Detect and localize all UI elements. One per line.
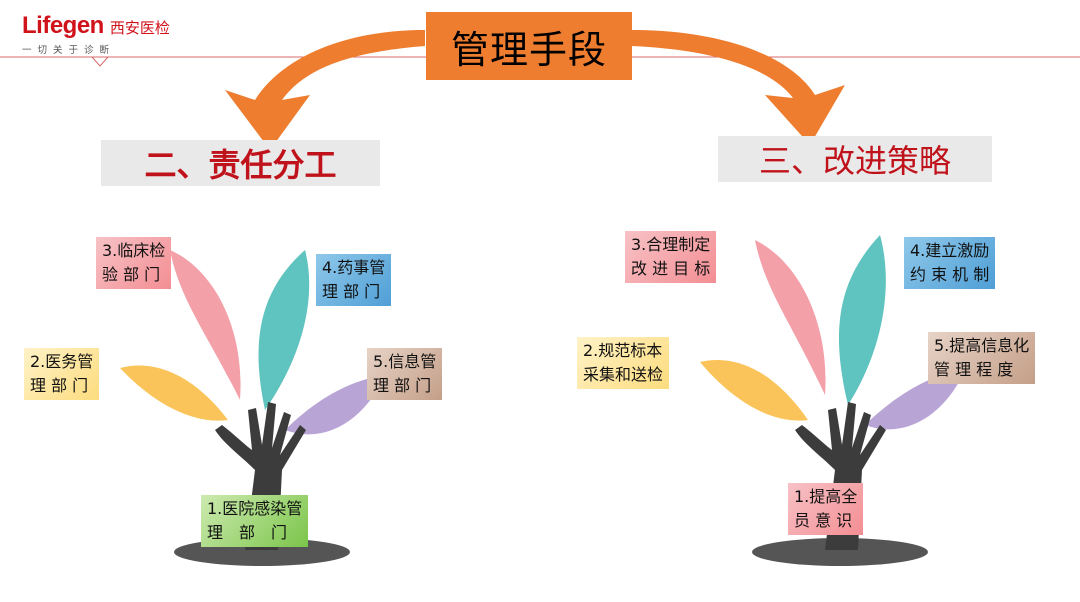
right-hand-trunk bbox=[795, 402, 886, 550]
main-title: 管理手段 bbox=[426, 12, 632, 80]
left-section-title: 二、责任分工 bbox=[101, 140, 380, 186]
right-section-title: 三、改进策略 bbox=[718, 136, 992, 182]
left-leaf-purple bbox=[285, 375, 385, 435]
right-leaf-teal bbox=[838, 235, 886, 405]
right-leaf-purple bbox=[865, 370, 965, 430]
right-item-3: 3.合理制定 改 进 目 标 bbox=[625, 231, 717, 283]
right-tree bbox=[700, 235, 965, 566]
left-tree bbox=[120, 250, 385, 566]
left-curved-arrow bbox=[225, 30, 425, 150]
right-ground bbox=[752, 538, 928, 566]
header-divider-notch bbox=[91, 56, 109, 67]
left-item-1: 1.医院感染管 理 部 门 bbox=[201, 495, 309, 547]
left-item-5: 5.信息管 理 部 门 bbox=[367, 348, 443, 400]
left-item-3: 3.临床检 验 部 门 bbox=[96, 237, 172, 289]
left-leaf-pink bbox=[170, 250, 241, 400]
left-leaf-yellow bbox=[120, 365, 228, 421]
brand-slogan: 一切关于诊断 bbox=[22, 45, 116, 56]
left-hand-trunk bbox=[215, 402, 306, 550]
right-curved-arrow bbox=[632, 30, 845, 145]
left-item-2: 2.医务管 理 部 门 bbox=[24, 348, 100, 400]
brand-logo: Lifegen bbox=[22, 12, 104, 39]
right-item-5: 5.提高信息化 管 理 程 度 bbox=[928, 332, 1036, 384]
brand-header: Lifegen 西安医检 一切关于诊断 bbox=[22, 12, 170, 56]
right-item-2: 2.规范标本 采集和送检 bbox=[577, 337, 670, 389]
brand-name: 西安医检 bbox=[109, 19, 170, 37]
left-leaf-teal bbox=[258, 250, 310, 410]
right-item-1: 1.提高全 员 意 识 bbox=[788, 483, 864, 535]
left-item-4: 4.药事管 理 部 门 bbox=[316, 254, 392, 306]
right-item-4: 4.建立激励 约 束 机 制 bbox=[904, 237, 996, 289]
right-leaf-yellow bbox=[700, 360, 808, 421]
right-leaf-pink bbox=[755, 240, 826, 395]
